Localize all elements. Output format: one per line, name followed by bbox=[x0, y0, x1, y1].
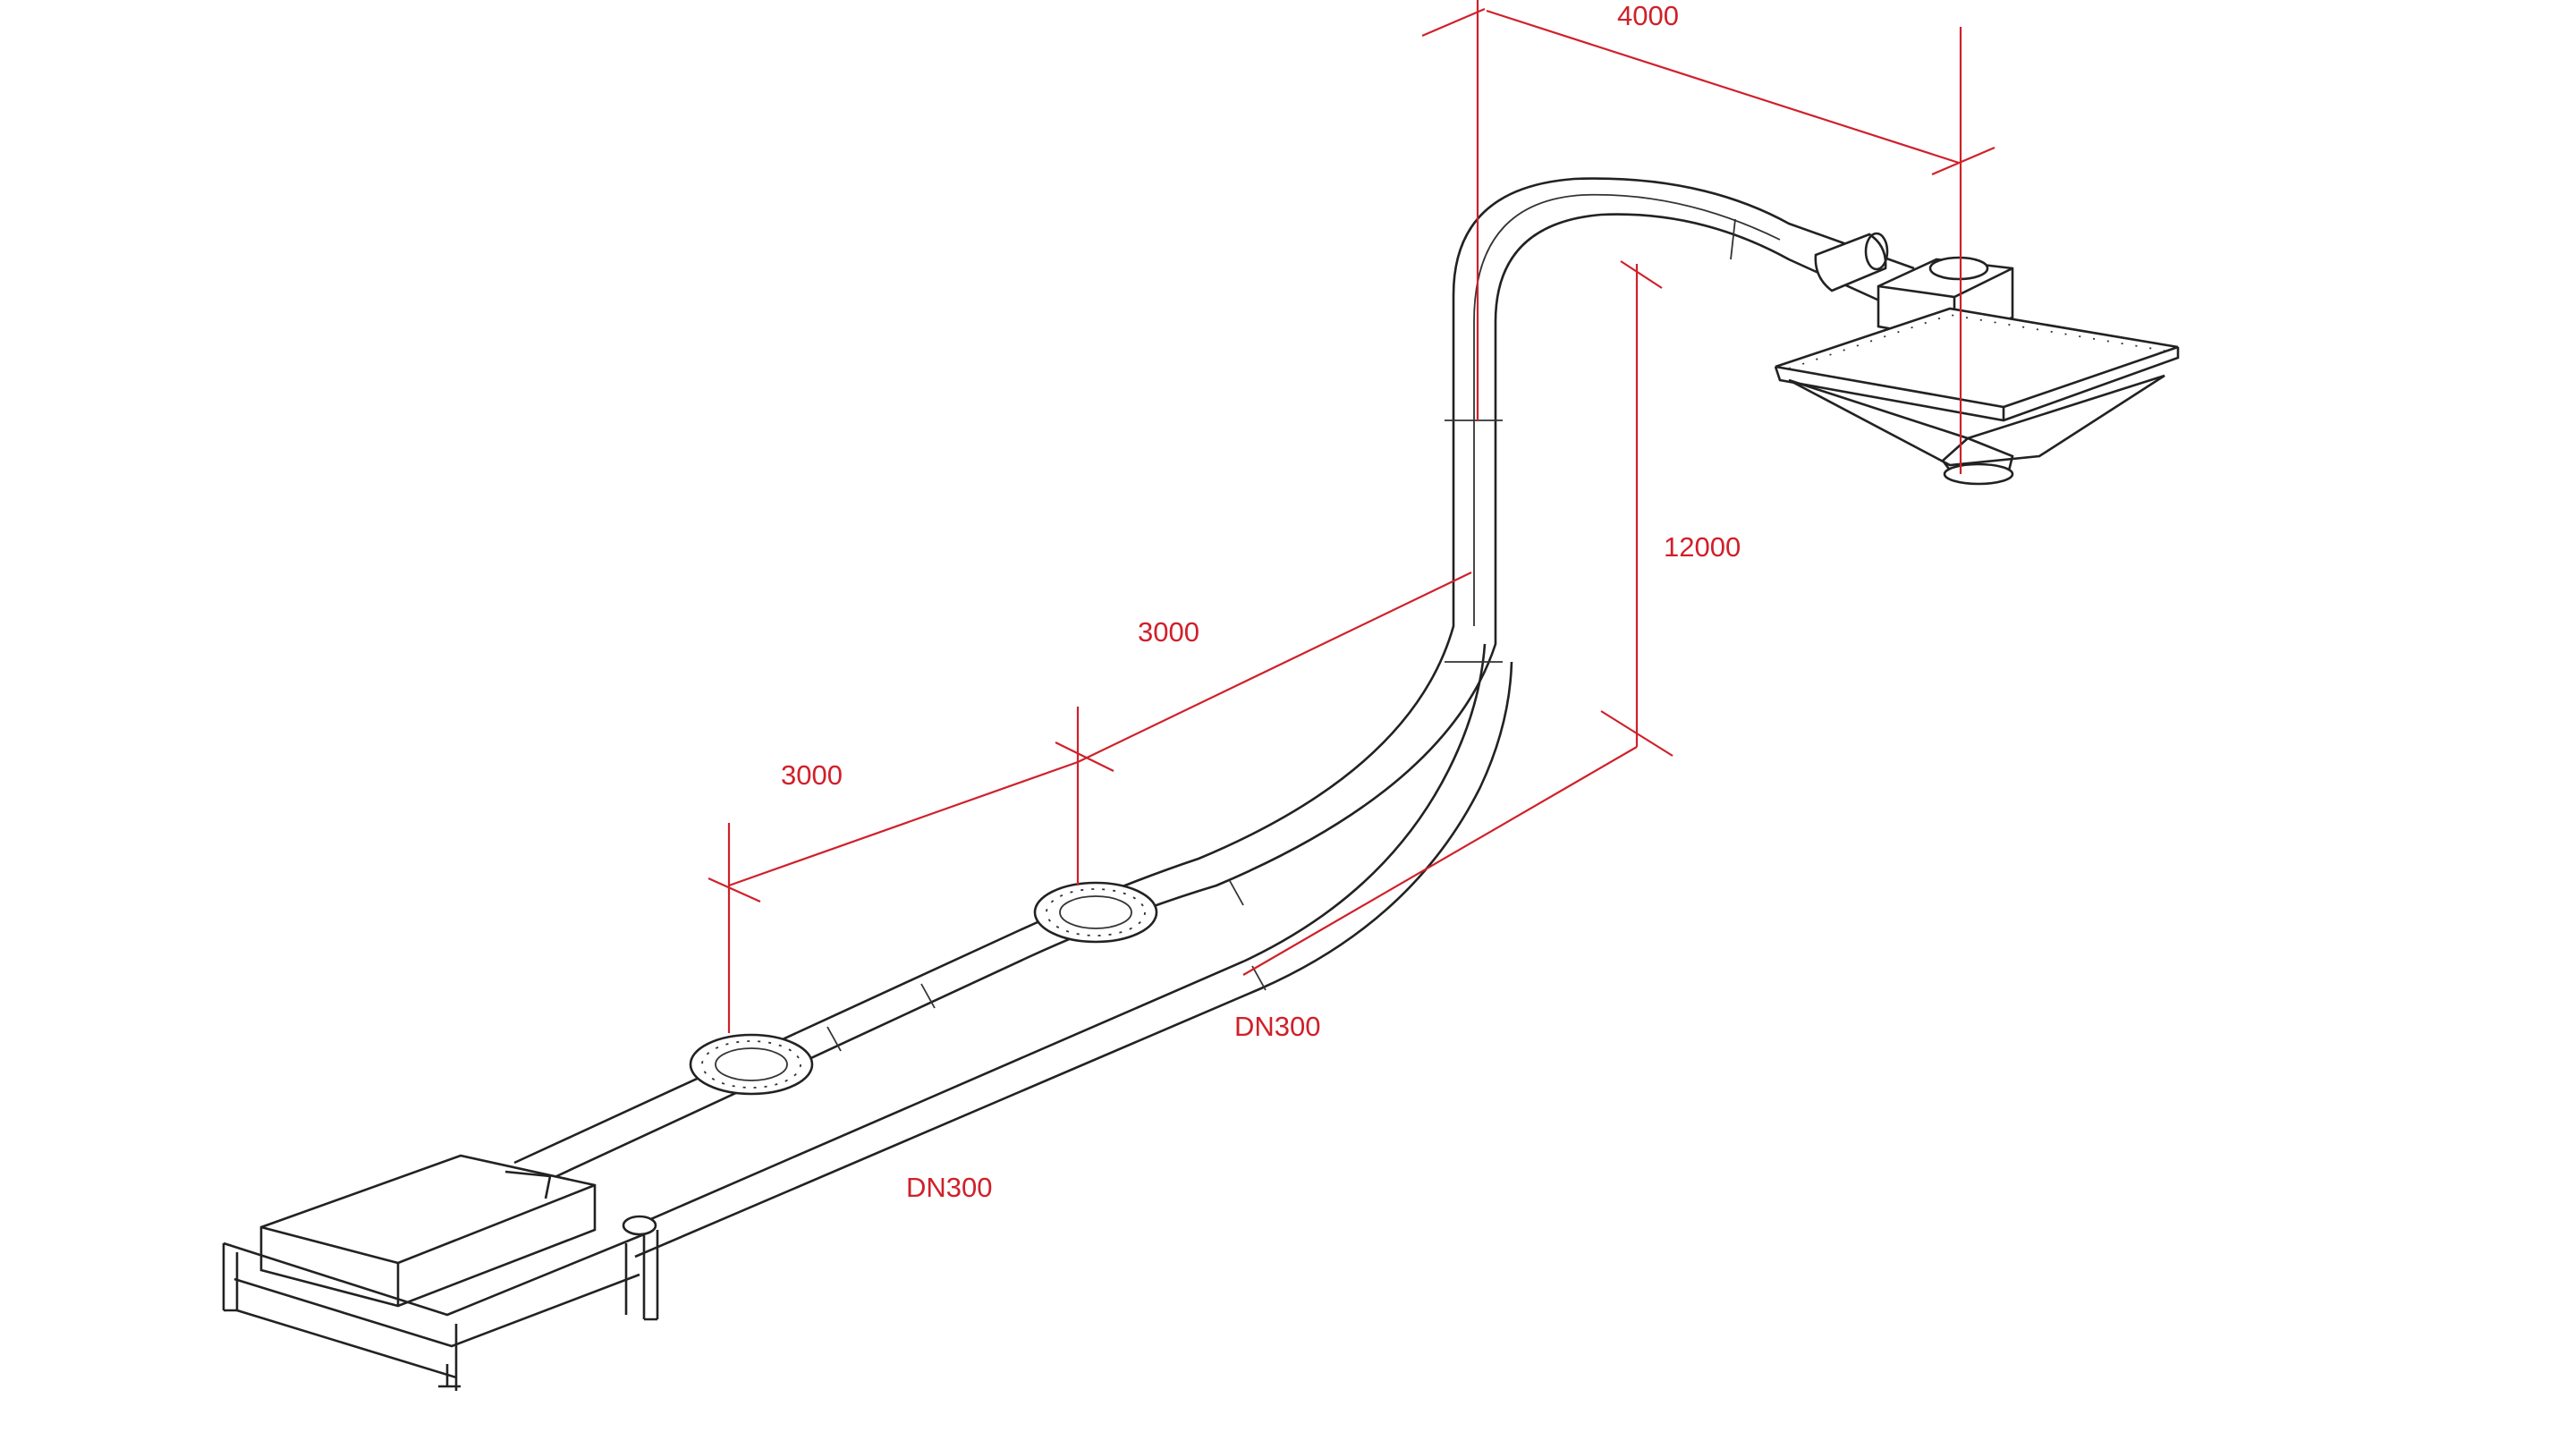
pipe-label-dn300-upper: DN300 bbox=[1234, 1011, 1321, 1042]
dim-label-3000-upper: 3000 bbox=[1138, 616, 1199, 648]
flange-upper bbox=[1033, 881, 1158, 944]
dim-label-4000: 4000 bbox=[1617, 0, 1679, 31]
dim-label-12000: 12000 bbox=[1664, 531, 1741, 563]
dim-label-3000-lower: 3000 bbox=[781, 759, 843, 791]
pipe-label-dn300-lower: DN300 bbox=[906, 1172, 993, 1203]
dimension-lines bbox=[708, 0, 1996, 1033]
discharge-unit bbox=[1774, 232, 2180, 486]
pipeline bbox=[513, 177, 1915, 1258]
dimension-labels: 4000 12000 3000 3000 DN300 DN300 bbox=[781, 0, 1741, 1203]
flange-lower bbox=[689, 1033, 814, 1096]
ground-hopper bbox=[222, 1154, 659, 1391]
